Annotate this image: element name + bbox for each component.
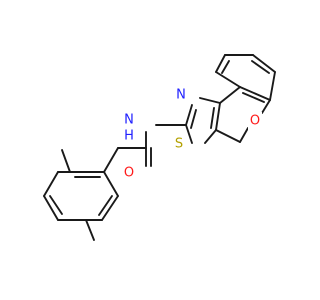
bond-thiazole-n3-c4 (199, 97, 221, 104)
carbonyl-o-label: O (122, 164, 136, 182)
bond-c5-ch2 (215, 129, 241, 143)
carbonyl-o-text: O (124, 166, 134, 181)
bond-ring1-c (101, 195, 119, 221)
bond-thiazole-c4-c5-double (210, 107, 215, 129)
bond-ring2-b (269, 71, 276, 101)
bond-thiazole-s-c2 (185, 124, 193, 144)
bond-ring2-a (239, 86, 271, 101)
bond-ch2-o (239, 127, 249, 143)
amide-h-text: H (124, 129, 134, 144)
bond-ring2-f (215, 71, 241, 88)
thiazole-n-text: N (176, 88, 186, 103)
bond-thiazole-c4-c5 (215, 102, 221, 131)
bond-methyl-top (61, 149, 71, 173)
bond-aryl-ch2 (103, 147, 119, 173)
bond-o-aryl (261, 99, 271, 114)
bond-ring1-c-inner (98, 195, 113, 216)
bond-thiazole-c5-s (204, 129, 217, 144)
molecule-structure-diagram: N H O N S O (43, 54, 276, 241)
pyran-o-text: O (250, 114, 260, 129)
bond-thiazole-c2-n3 (185, 104, 193, 126)
thiazole-s-label: S (172, 135, 186, 153)
bond-thiazole-c2-n3-double (190, 109, 197, 129)
bond-methyl-bottom (85, 219, 95, 241)
amide-nh-label: N H (118, 113, 140, 144)
amide-n-text: N (124, 113, 134, 128)
bond-c4-aryl (219, 86, 241, 104)
bond-ring1-b (103, 171, 119, 197)
bond-ring2-e-inner (221, 60, 230, 74)
bond-ring2-e (215, 54, 226, 73)
thiazole-s-text: S (175, 137, 183, 152)
bond-ring2-c (252, 54, 276, 73)
thiazole-n-label: N (174, 86, 188, 104)
bond-ring2-c-inner (251, 60, 270, 74)
bond-ring1-f (43, 195, 59, 221)
pyran-o-label: O (248, 112, 262, 130)
bond-ring2-a-inner (242, 92, 265, 103)
bond-ring1-g (43, 171, 59, 197)
bond-ring1-f-inner (49, 195, 63, 215)
